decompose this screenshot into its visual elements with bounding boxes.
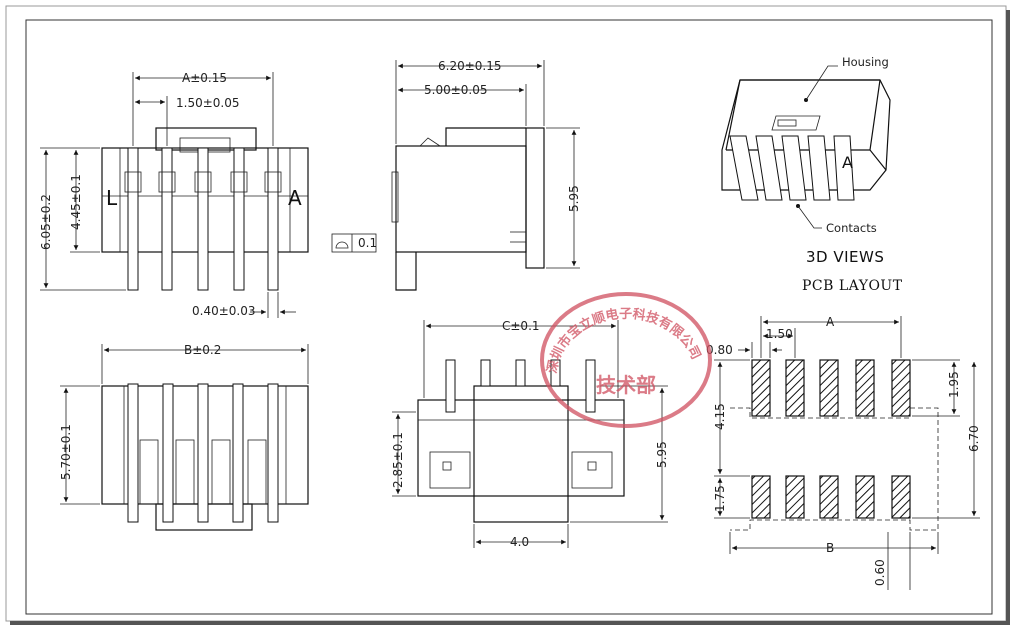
- front-dim-pin: 0.40±0.03: [192, 304, 256, 318]
- front-dim-height: 6.05±0.2: [39, 194, 53, 250]
- bottom-dim-width: 4.0: [510, 535, 529, 549]
- side-flatness: 0.1: [358, 236, 377, 250]
- inner-frame: [25, 19, 993, 615]
- contacts-label: Contacts: [826, 221, 877, 235]
- side-dim-height: 5.95: [567, 185, 581, 212]
- pcb-dim-a: A: [826, 315, 835, 329]
- pcb-dim-total: 6.70: [967, 425, 981, 452]
- front-dim-height2: 4.45±0.1: [69, 174, 83, 230]
- bottom-view: C±0.1 2.85±0.1 5.95 4.0: [391, 319, 669, 549]
- pcb-pads-top: [751, 359, 911, 417]
- 3d-contacts: [729, 135, 855, 201]
- pcb-pads-bottom: [751, 475, 911, 519]
- pcb-dim-b: B: [826, 541, 834, 555]
- housing-label: Housing: [842, 55, 889, 69]
- svg-text:A: A: [842, 153, 853, 172]
- pcb-dim-gap: 4.15: [713, 403, 727, 430]
- pcb-dim-pad-top: 1.95: [947, 371, 961, 398]
- pcb-layout: PCB LAYOUT A 1.50 0.80 1: [706, 278, 981, 590]
- front-mark-right: A: [288, 186, 302, 210]
- pcb-dim-pad-w: 0.80: [706, 343, 733, 357]
- side-dim-width2: 5.00±0.05: [424, 83, 488, 97]
- bottom-pins: [445, 359, 596, 413]
- front-mark-left: L: [106, 186, 118, 210]
- front-dim-a: A±0.15: [182, 71, 227, 85]
- top-view: B±0.2 5.70±0.1: [59, 343, 309, 531]
- pcb-dim-pad-bottom: 1.75: [713, 485, 727, 512]
- bottom-dim-c: C±0.1: [502, 319, 540, 333]
- top-pins: [127, 383, 279, 523]
- bottom-dim-height: 2.85±0.1: [391, 432, 405, 488]
- pcb-dim-offset: 0.60: [873, 559, 887, 586]
- pcb-layout-title: PCB LAYOUT: [802, 278, 903, 294]
- stamp-center-text: 技术部: [596, 373, 656, 397]
- side-dim-width: 6.20±0.15: [438, 59, 502, 73]
- bottom-dim-total: 5.95: [655, 441, 669, 468]
- top-dim-height: 5.70±0.1: [59, 424, 73, 480]
- front-view: L A A±0.15 1.50±0.05 6.05±0.2 4.45±0.1: [39, 71, 309, 318]
- front-pins: [124, 147, 282, 291]
- pcb-dim-pitch: 1.50: [766, 327, 793, 341]
- 3d-views-title: 3D VIEWS: [806, 248, 884, 266]
- 3d-view: A Housing Contacts 3D VIEWS: [721, 55, 891, 266]
- top-dim-b: B±0.2: [184, 343, 221, 357]
- front-dim-pitch: 1.50±0.05: [176, 96, 240, 110]
- side-view: 6.20±0.15 5.00±0.05 5.95 0.1: [331, 59, 581, 291]
